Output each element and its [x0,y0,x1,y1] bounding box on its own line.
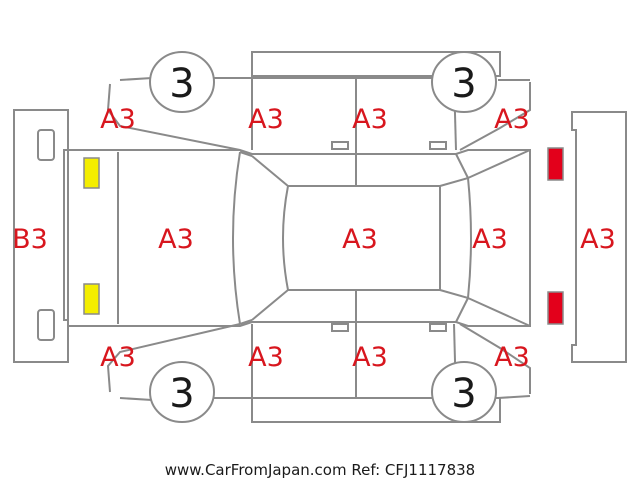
code-front-bumper: B3 [12,224,48,255]
code-left-front-fender: A3 [100,104,136,135]
rear-bumper [571,111,627,363]
wheel-front-left-rating: 3 [169,61,194,107]
wheel-front-right-rating: 3 [169,371,194,417]
code-left-rear-door: A3 [352,104,388,135]
code-left-rear-quarter: A3 [494,104,530,135]
rear-lamp-bottom [547,291,564,325]
front-lamp-bottom [83,283,100,315]
front-bumper [13,109,69,363]
code-left-front-door: A3 [248,104,284,135]
wheel-rear-left: 3 [431,51,497,113]
front-lamp-top [83,157,100,189]
footer-reference: www.CarFromJapan.com Ref: CFJ1117838 [165,461,475,479]
wheel-front-left: 3 [149,51,215,113]
code-right-front-door: A3 [248,342,284,373]
car-body-top-view [67,149,531,327]
wheel-rear-right-rating: 3 [451,371,476,417]
code-roof: A3 [342,224,378,255]
code-rear-bumper: A3 [580,224,616,255]
rear-lamp-top [547,147,564,181]
wheel-rear-left-rating: 3 [451,61,476,107]
code-right-front-fender: A3 [100,342,136,373]
code-trunk: A3 [472,224,508,255]
wheel-rear-right: 3 [431,361,497,423]
code-right-rear-door: A3 [352,342,388,373]
wheel-front-right: 3 [149,361,215,423]
code-right-rear-quarter: A3 [494,342,530,373]
code-hood: A3 [158,224,194,255]
